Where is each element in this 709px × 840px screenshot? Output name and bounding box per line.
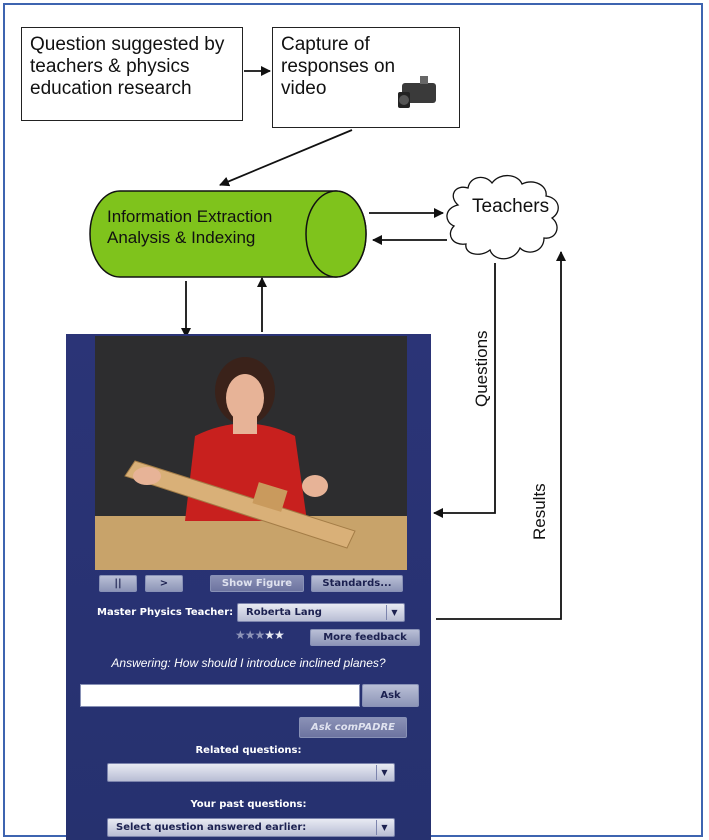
more-feedback-button[interactable]: More feedback	[310, 629, 420, 646]
cylinder-label: Information Extraction Analysis & Indexi…	[107, 207, 273, 247]
question-source-box: Question suggested by teachers & physics…	[21, 27, 243, 121]
question-source-text: Question suggested by teachers & physics…	[30, 34, 225, 99]
pause-button[interactable]: ||	[99, 575, 137, 592]
video-frame-image	[95, 336, 407, 570]
chevron-down-icon: ▼	[386, 605, 402, 620]
teachers-label: Teachers	[472, 196, 550, 217]
ask-button[interactable]: Ask	[362, 684, 419, 707]
standards-button[interactable]: Standards...	[311, 575, 403, 592]
rating-stars-filled: ★★★	[235, 628, 265, 642]
chevron-down-icon: ▼	[376, 820, 392, 835]
teacher-select[interactable]: Roberta Lang ▼	[237, 603, 405, 622]
video-camera-icon	[398, 76, 436, 108]
rating-stars-empty: ★★	[264, 628, 284, 642]
information-extraction-cylinder	[89, 190, 367, 278]
questions-arrow-label: Questions	[472, 330, 491, 407]
answering-text: Answering: How should I introduce inclin…	[111, 656, 386, 670]
question-input[interactable]	[80, 684, 360, 707]
teacher-select-value: Roberta Lang	[246, 607, 322, 618]
past-select-value: Select question answered earlier:	[116, 822, 307, 833]
results-arrow-label: Results	[530, 483, 549, 540]
related-questions-select[interactable]: ▼	[107, 763, 395, 782]
video-qa-panel: || > Show Figure Standards... Master Phy…	[66, 334, 431, 840]
past-questions-label: Your past questions:	[190, 799, 307, 810]
past-questions-select[interactable]: Select question answered earlier: ▼	[107, 818, 395, 837]
related-questions-label: Related questions:	[195, 745, 302, 756]
show-figure-button[interactable]: Show Figure	[210, 575, 304, 592]
video-capture-text: Capture of responses on video	[281, 34, 396, 99]
teacher-label: Master Physics Teacher:	[97, 607, 234, 618]
play-button[interactable]: >	[145, 575, 183, 592]
video-capture-box: Capture of responses on video	[272, 27, 460, 128]
ask-compadre-button[interactable]: Ask comPADRE	[299, 717, 407, 738]
chevron-down-icon: ▼	[376, 765, 392, 780]
teachers-cloud	[446, 174, 559, 260]
video-player[interactable]	[95, 336, 407, 570]
star-rating[interactable]: ★★★★★	[235, 628, 285, 642]
